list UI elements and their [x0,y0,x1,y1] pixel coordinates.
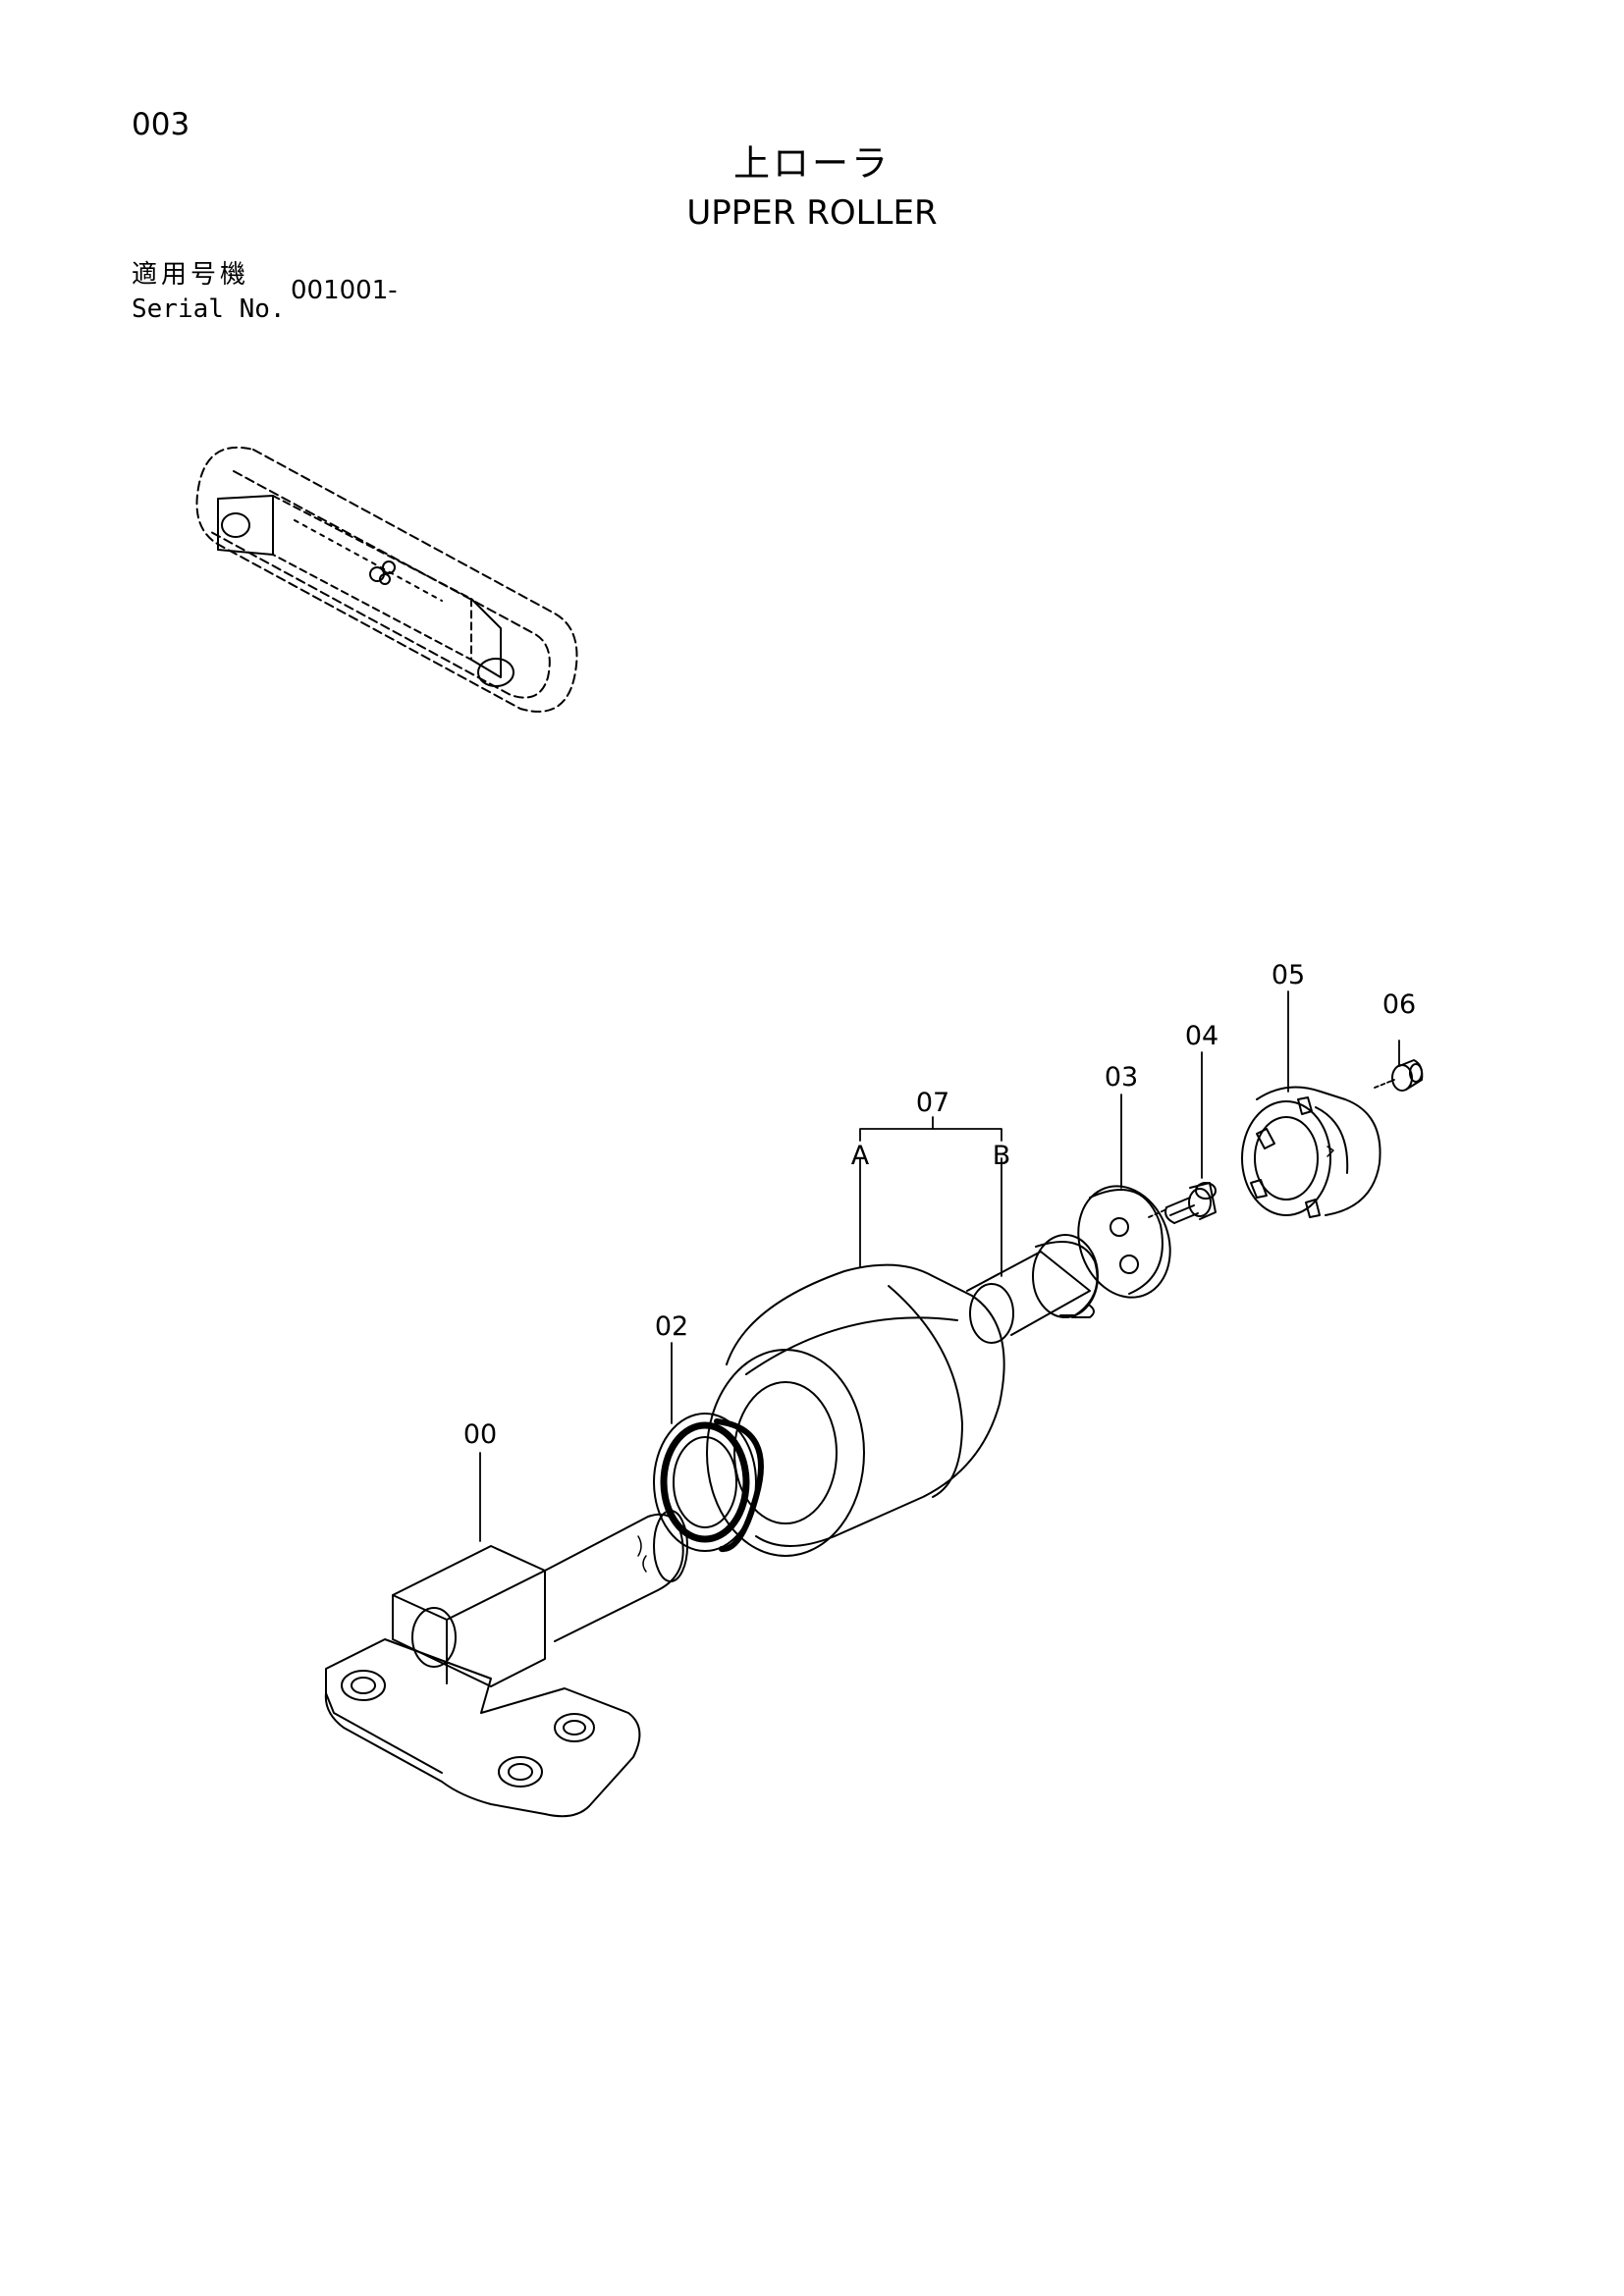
callout-05: 05 [1272,960,1305,990]
part-06-plug [1391,1059,1424,1092]
callout-a: A [851,1141,870,1171]
serial-label-japanese: 適用号機 [132,260,250,290]
part-03-plate [1077,1185,1171,1299]
callout-00: 00 [463,1419,497,1450]
callout-04: 04 [1185,1021,1218,1051]
part-05-cover [1241,1086,1381,1218]
callout-b: B [993,1141,1011,1171]
track-frame-overview [195,446,578,713]
part-07-roller [706,1234,1099,1557]
page-title-english: UPPER ROLLER [686,193,938,233]
callout-07: 07 [916,1088,949,1118]
callout-06: 06 [1382,989,1416,1020]
page-number: 003 [132,107,190,142]
part-02-seal [653,1413,764,1552]
part-00-bracket [324,1510,688,1818]
page-title-japanese: 上ローラ [733,142,891,185]
serial-label-english: Serial No. [132,294,286,324]
callout-02: 02 [655,1311,688,1342]
callout-03: 03 [1105,1062,1138,1093]
part-04-bolt [1164,1182,1217,1224]
leader-lines [479,990,1400,1542]
callout-labels: 00 02 03 04 05 06 07 A B [463,960,1416,1450]
serial-number-value: 001001- [291,276,398,305]
